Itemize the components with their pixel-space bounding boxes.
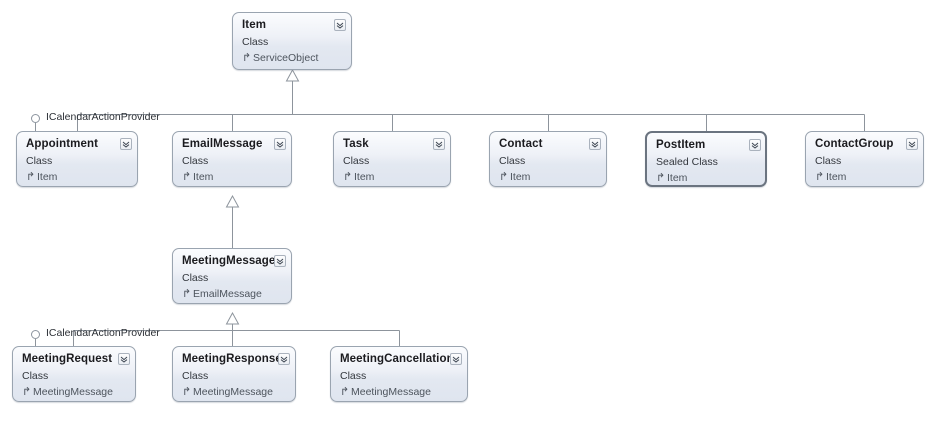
class-kind: Class	[182, 272, 209, 284]
class-title: MeetingRequest	[22, 353, 113, 365]
base-class-arrow-icon: ↱	[499, 171, 509, 183]
class-box-contactgroup[interactable]: ContactGroup Class ↱Item	[805, 131, 924, 187]
class-base: ↱MeetingMessage	[182, 385, 273, 398]
class-box-meetingcancellation[interactable]: MeetingCancellation Class ↱MeetingMessag…	[330, 346, 468, 402]
class-title: EmailMessage	[182, 138, 263, 150]
chevron-double-down-icon[interactable]	[118, 353, 130, 365]
interface-label: ICalendarActionProvider	[46, 111, 160, 123]
class-box-meetingresponse[interactable]: MeetingResponse Class ↱MeetingMessage	[172, 346, 296, 402]
class-kind: Class	[26, 155, 53, 167]
base-class-name: Item	[667, 172, 688, 184]
class-base: ↱ServiceObject	[242, 51, 318, 64]
class-kind: Class	[182, 370, 209, 382]
class-kind: Sealed Class	[656, 156, 718, 168]
chevron-double-down-icon[interactable]	[120, 138, 132, 150]
class-box-emailmessage[interactable]: EmailMessage Class ↱Item	[172, 131, 292, 187]
chevron-double-down-icon[interactable]	[433, 138, 445, 150]
base-class-name: Item	[37, 171, 58, 183]
base-class-arrow-icon: ↱	[22, 386, 32, 398]
class-title: Item	[242, 19, 267, 31]
class-box-contact[interactable]: Contact Class ↱Item	[489, 131, 607, 187]
base-class-name: Item	[193, 171, 214, 183]
chevron-double-down-icon[interactable]	[334, 19, 346, 31]
class-box-meetingrequest[interactable]: MeetingRequest Class ↱MeetingMessage	[12, 346, 136, 402]
class-box-appointment[interactable]: Appointment Class ↱Item	[16, 131, 138, 187]
base-class-name: ServiceObject	[253, 52, 319, 64]
interface-circle-icon	[31, 114, 40, 123]
interface-circle-icon	[31, 330, 40, 339]
chevron-double-down-icon[interactable]	[274, 138, 286, 150]
base-class-name: MeetingMessage	[351, 386, 431, 398]
class-kind: Class	[815, 155, 842, 167]
class-title: Task	[343, 138, 369, 150]
class-base: ↱Item	[26, 170, 57, 183]
base-class-name: Item	[510, 171, 531, 183]
class-kind: Class	[22, 370, 49, 382]
class-base: ↱Item	[343, 170, 374, 183]
class-base: ↱MeetingMessage	[22, 385, 113, 398]
class-title: PostItem	[656, 139, 706, 151]
chevron-double-down-icon[interactable]	[906, 138, 918, 150]
chevron-double-down-icon[interactable]	[589, 138, 601, 150]
chevron-double-down-icon[interactable]	[274, 255, 286, 267]
class-kind: Class	[499, 155, 526, 167]
class-title: Contact	[499, 138, 543, 150]
chevron-double-down-icon[interactable]	[278, 353, 290, 365]
class-base: ↱MeetingMessage	[340, 385, 431, 398]
base-class-name: MeetingMessage	[33, 386, 113, 398]
class-title: ContactGroup	[815, 138, 894, 150]
class-title: Appointment	[26, 138, 99, 150]
base-class-arrow-icon: ↱	[182, 171, 192, 183]
class-base: ↱Item	[182, 170, 213, 183]
base-class-name: Item	[354, 171, 375, 183]
inheritance-arrow-meetingmessage	[225, 311, 240, 325]
class-title: MeetingResponse	[182, 353, 282, 365]
class-base: ↱EmailMessage	[182, 287, 262, 300]
base-class-name: Item	[826, 171, 847, 183]
base-class-name: EmailMessage	[193, 288, 262, 300]
chevron-double-down-icon[interactable]	[450, 353, 462, 365]
base-class-name: MeetingMessage	[193, 386, 273, 398]
class-box-task[interactable]: Task Class ↱Item	[333, 131, 451, 187]
class-title: MeetingMessage	[182, 255, 276, 267]
base-class-arrow-icon: ↱	[343, 171, 353, 183]
base-class-arrow-icon: ↱	[340, 386, 350, 398]
class-title: MeetingCancellation	[340, 353, 454, 365]
class-kind: Class	[242, 36, 269, 48]
base-class-arrow-icon: ↱	[182, 288, 192, 300]
interface-label: ICalendarActionProvider	[46, 327, 160, 339]
class-kind: Class	[340, 370, 367, 382]
class-box-item[interactable]: Item Class ↱ServiceObject	[232, 12, 352, 70]
base-class-arrow-icon: ↱	[656, 172, 666, 184]
base-class-arrow-icon: ↱	[182, 386, 192, 398]
class-box-meetingmessage[interactable]: MeetingMessage Class ↱EmailMessage	[172, 248, 292, 304]
base-class-arrow-icon: ↱	[26, 171, 36, 183]
class-base: ↱Item	[815, 170, 846, 183]
base-class-arrow-icon: ↱	[815, 171, 825, 183]
chevron-double-down-icon[interactable]	[749, 139, 761, 151]
class-box-postitem[interactable]: PostItem Sealed Class ↱Item	[645, 131, 767, 187]
class-kind: Class	[182, 155, 209, 167]
base-class-arrow-icon: ↱	[242, 52, 252, 64]
inheritance-arrow-item	[285, 68, 300, 82]
class-base: ↱Item	[499, 170, 530, 183]
class-base: ↱Item	[656, 171, 687, 184]
inheritance-arrow-emailmessage	[225, 194, 240, 208]
class-kind: Class	[343, 155, 370, 167]
